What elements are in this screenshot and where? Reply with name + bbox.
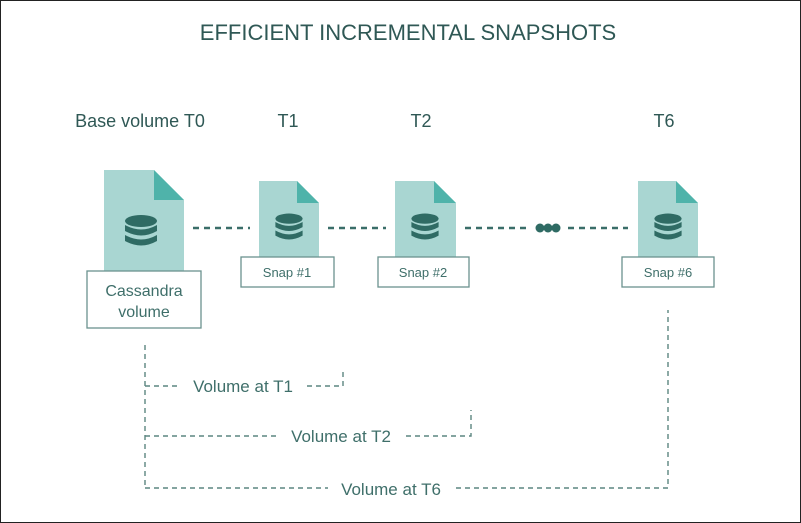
volume-t2-line-right — [406, 410, 472, 437]
cassandra-volume-box — [86, 270, 202, 329]
snap2-box — [377, 256, 470, 288]
label-t6: T6 — [653, 111, 674, 131]
snap1-label: Snap #1 — [263, 265, 311, 280]
snap6-label: Snap #6 — [644, 265, 692, 280]
label-t1: T1 — [277, 111, 298, 131]
label-base-t0: Base volume T0 — [75, 111, 205, 131]
volume-at-t1-label: Volume at T1 — [193, 377, 293, 396]
cassandra-volume-label-line2: volume — [118, 304, 170, 321]
cassandra-volume-label-line1: Cassandra — [105, 283, 182, 300]
volume-at-t6-label: Volume at T6 — [341, 480, 441, 499]
snap6-document-icon — [638, 181, 698, 262]
snap1-box — [240, 256, 335, 288]
snap2-document-icon — [395, 181, 456, 262]
snap6-box — [621, 256, 715, 288]
label-t2: T2 — [410, 111, 431, 131]
diagram-title: EFFICIENT INCREMENTAL SNAPSHOTS — [200, 20, 616, 45]
snap1-document-icon — [259, 181, 319, 262]
snap2-label: Snap #2 — [399, 265, 447, 280]
volume-t6-line-right — [456, 310, 669, 489]
base-volume-document-icon — [104, 170, 184, 280]
volume-t1-line-right — [307, 368, 344, 387]
volume-at-t2-label: Volume at T2 — [291, 427, 391, 446]
ellipsis-dots-icon — [535, 223, 561, 233]
